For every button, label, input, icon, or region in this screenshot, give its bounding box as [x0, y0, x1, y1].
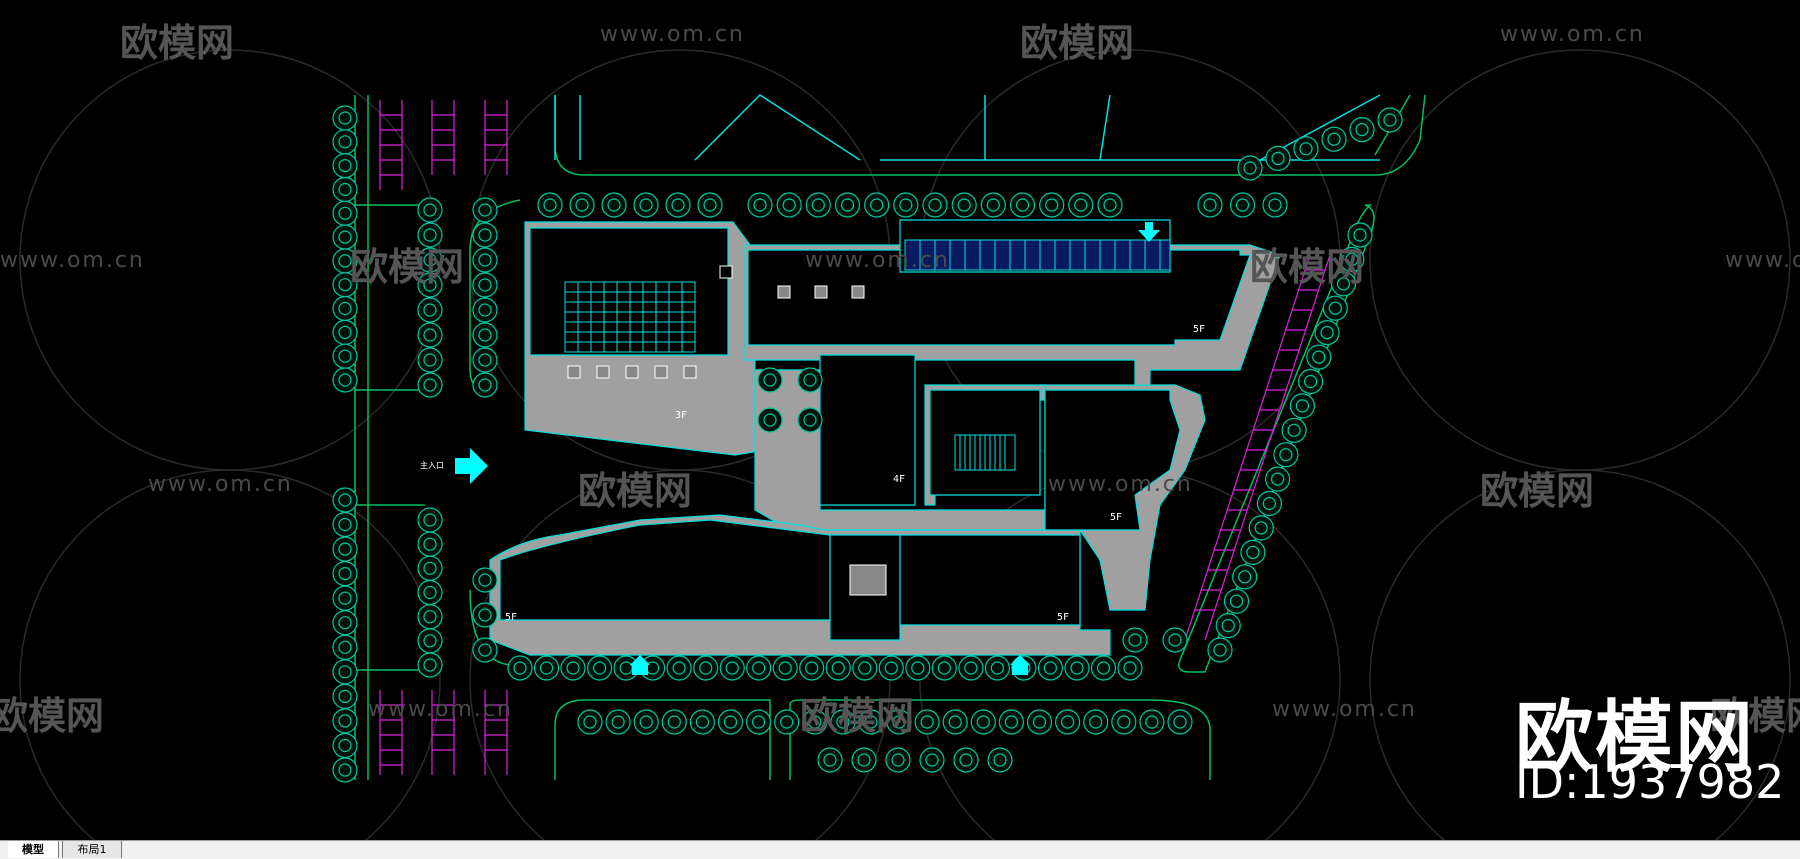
road-markings-top: [554, 94, 1381, 161]
tab-layout1[interactable]: 布局1: [62, 841, 122, 858]
trees: [332, 105, 1403, 783]
entrance-arrows: [455, 222, 1160, 675]
floor-label-3: 5F: [1193, 324, 1205, 335]
floor-labels: 3F 4F 5F 5F 5F 5F 主入口: [420, 324, 1205, 623]
layout-tab-bar: 模型 布局1: [0, 840, 1800, 859]
floor-label-4: 5F: [1110, 512, 1122, 523]
model-id: ID:1937982: [1515, 755, 1785, 809]
solar-strip: [904, 239, 1171, 271]
floor-label-2: 4F: [893, 474, 905, 485]
entrance-label: 主入口: [420, 460, 444, 470]
north-entrance-arrow: [1138, 222, 1160, 242]
brand-logo-text: 欧模网: [1515, 693, 1756, 783]
floor-label-5: 5F: [505, 612, 517, 623]
cad-model-viewport[interactable]: 3F 4F 5F 5F 5F 5F 主入口: [0, 0, 1800, 840]
stair-core: [954, 434, 1016, 471]
floor-label-1: 3F: [675, 410, 687, 421]
roof-grid: [530, 281, 728, 356]
main-entrance-arrow: [455, 448, 488, 484]
south-entrance-arrow-1: [630, 655, 650, 675]
tab-model[interactable]: 模型: [8, 841, 59, 858]
floor-label-6: 5F: [1057, 612, 1069, 623]
site-plan-drawing: 3F 4F 5F 5F 5F 5F 主入口: [19, 49, 1791, 840]
skylights: [567, 265, 887, 596]
south-entrance-arrow-2: [1010, 655, 1030, 675]
parking-stalls: [379, 100, 1331, 775]
